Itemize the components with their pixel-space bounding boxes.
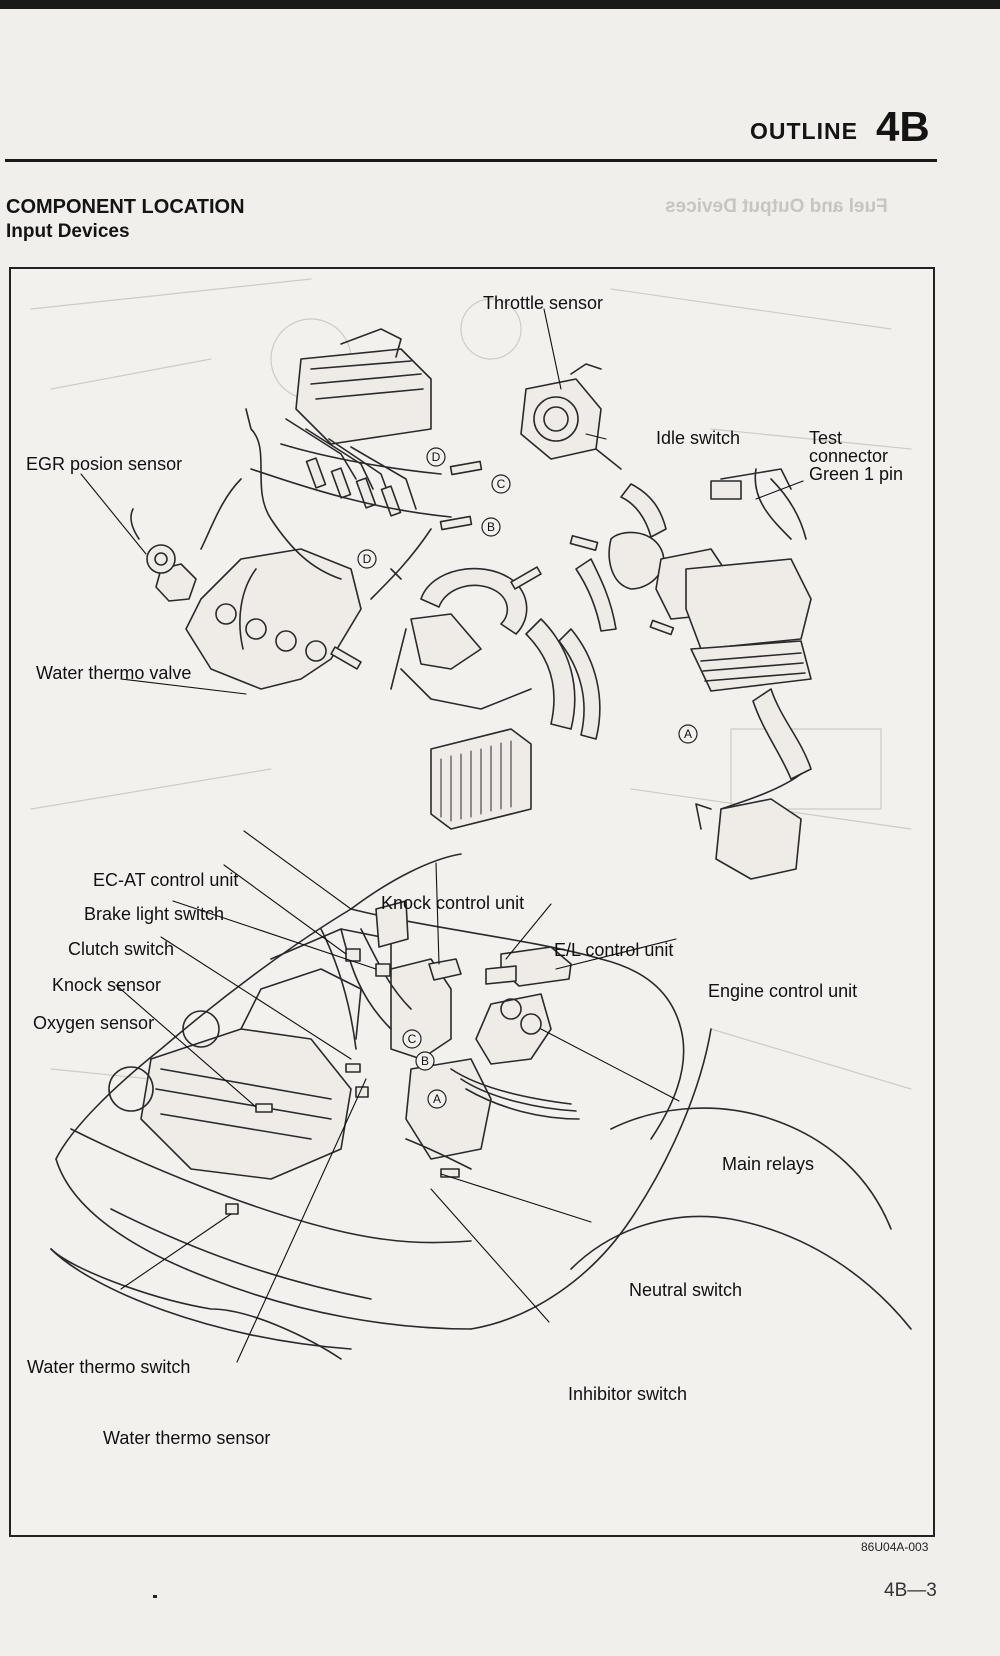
label-clutch-switch: Clutch switch <box>68 939 175 959</box>
figure-id: 86U04A-003 <box>861 1540 929 1554</box>
label-brake-light-switch: Brake light switch <box>84 904 225 924</box>
svg-text:D: D <box>363 552 372 566</box>
label-oxygen-sensor: Oxygen sensor <box>33 1013 155 1033</box>
svg-text:D: D <box>432 450 441 464</box>
callout-c-upper: C <box>491 474 511 494</box>
svg-text:C: C <box>408 1032 417 1046</box>
svg-text:C: C <box>497 477 506 491</box>
component-location-figure: D C B D A C B A Throttle sensor Idle swi… <box>9 267 935 1537</box>
label-knock-sensor: Knock sensor <box>52 975 162 995</box>
svg-text:A: A <box>433 1092 441 1106</box>
label-engine-control-unit: Engine control unit <box>708 981 858 1001</box>
section-title: OUTLINE <box>750 118 858 144</box>
svg-text:B: B <box>421 1054 429 1068</box>
page-heading: COMPONENT LOCATION <box>6 196 245 218</box>
callout-a-upper: A <box>678 724 698 744</box>
callout-d-upper: D <box>426 447 446 467</box>
header-rule <box>5 159 937 162</box>
label-water-thermo-switch: Water thermo switch <box>27 1357 191 1377</box>
label-water-thermo-valve: Water thermo valve <box>36 663 192 683</box>
label-inhibitor-switch: Inhibitor switch <box>568 1384 688 1404</box>
label-idle-switch: Idle switch <box>656 428 741 448</box>
callout-c-lower: C <box>402 1029 422 1049</box>
label-el-control-unit: E/L control unit <box>554 940 674 960</box>
svg-text:B: B <box>487 520 495 534</box>
label-ec-at-control-unit: EC-AT control unit <box>93 870 239 890</box>
label-throttle-sensor: Throttle sensor <box>483 293 604 313</box>
label-neutral-switch: Neutral switch <box>629 1280 743 1300</box>
label-egr-position-sensor: EGR posion sensor <box>26 454 183 474</box>
callout-a-lower: A <box>427 1089 447 1109</box>
page-subheading: Input Devices <box>6 221 130 242</box>
label-knock-control-unit: Knock control unit <box>381 893 525 913</box>
bleed-through-text: Fuel and Output Devices <box>665 196 888 217</box>
top-dark-band <box>0 0 1000 9</box>
page-mark <box>153 1595 157 1598</box>
callout-b-upper: B <box>481 517 501 537</box>
callout-b-lower: B <box>415 1051 435 1071</box>
chapter-number: 4B <box>876 103 930 150</box>
label-main-relays: Main relays <box>722 1154 815 1174</box>
callout-d-lower: D <box>357 549 377 569</box>
label-test-connector: Test connector Green 1 pin <box>809 428 904 484</box>
engine-bay-illustration: D C B D A C B A <box>30 278 912 1363</box>
label-water-thermo-sensor: Water thermo sensor <box>103 1428 271 1448</box>
page-number: 4B—3 <box>884 1580 937 1601</box>
svg-text:A: A <box>684 727 692 741</box>
